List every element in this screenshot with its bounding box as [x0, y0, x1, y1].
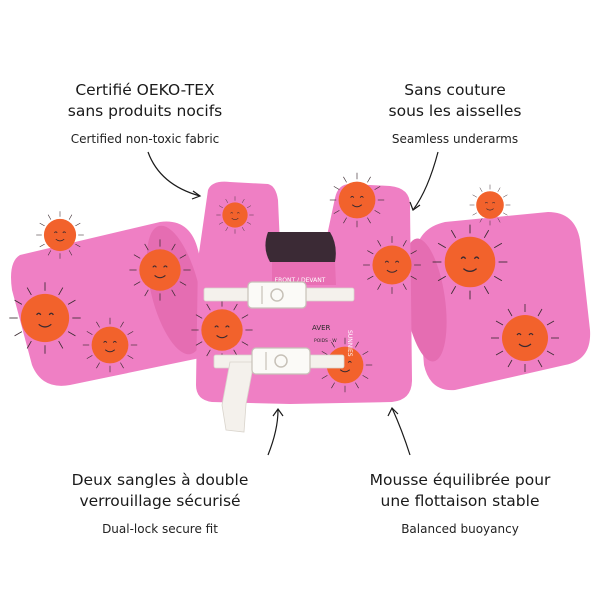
weight-small-label: POIDS · W	[314, 338, 337, 344]
feature-title-line: Mousse équilibrée pour	[369, 471, 551, 489]
arrow-top-right	[412, 151, 439, 211]
feature-title-line: verrouillage sécurisé	[79, 492, 241, 510]
feature-title-line: sous les aisselles	[388, 102, 522, 120]
arrow-bottom-left	[267, 409, 279, 456]
right-arm-band	[403, 184, 591, 391]
feature-subtitle: Balanced buoyancy	[401, 522, 519, 536]
front-label: FRONT / DEVANT	[275, 277, 326, 284]
feature-dual-lock: Deux sangles à double verrouillage sécur…	[60, 470, 260, 536]
feature-title-line: Deux sangles à double	[71, 471, 249, 489]
feature-seamless: Sans couture sous les aisselles Seamless…	[355, 80, 555, 146]
feature-subtitle: Dual-lock secure fit	[102, 522, 218, 536]
feature-subtitle: Certified non-toxic fabric	[70, 132, 220, 146]
feature-title: Deux sangles à double verrouillage sécur…	[60, 470, 260, 512]
left-arm-band	[8, 210, 221, 386]
brand-tag: SUNNIES	[346, 330, 353, 357]
feature-title: Certifié OEKO-TEX sans produits nocifs	[40, 80, 250, 122]
arrow-top-left	[147, 151, 201, 197]
feature-title: Sans couture sous les aisselles	[355, 80, 555, 122]
feature-subtitle: Seamless underarms	[391, 132, 519, 146]
feature-title: Mousse équilibrée pour une flottaison st…	[345, 470, 575, 512]
feature-title-line: Certifié OEKO-TEX	[75, 81, 215, 99]
top-buckle	[247, 281, 307, 309]
callout-arrows	[147, 151, 439, 456]
feature-title-line: sans produits nocifs	[67, 102, 223, 120]
feature-oeko-tex: Certifié OEKO-TEX sans produits nocifs C…	[40, 80, 250, 146]
feature-buoyancy: Mousse équilibrée pour une flottaison st…	[345, 470, 575, 536]
weight-label: AVER	[312, 324, 331, 332]
arrow-bottom-right	[391, 407, 411, 456]
feature-title-line: Sans couture	[404, 81, 506, 99]
bottom-buckle	[251, 347, 311, 375]
safety-straps	[203, 281, 355, 433]
feature-title-line: une flottaison stable	[380, 492, 540, 510]
